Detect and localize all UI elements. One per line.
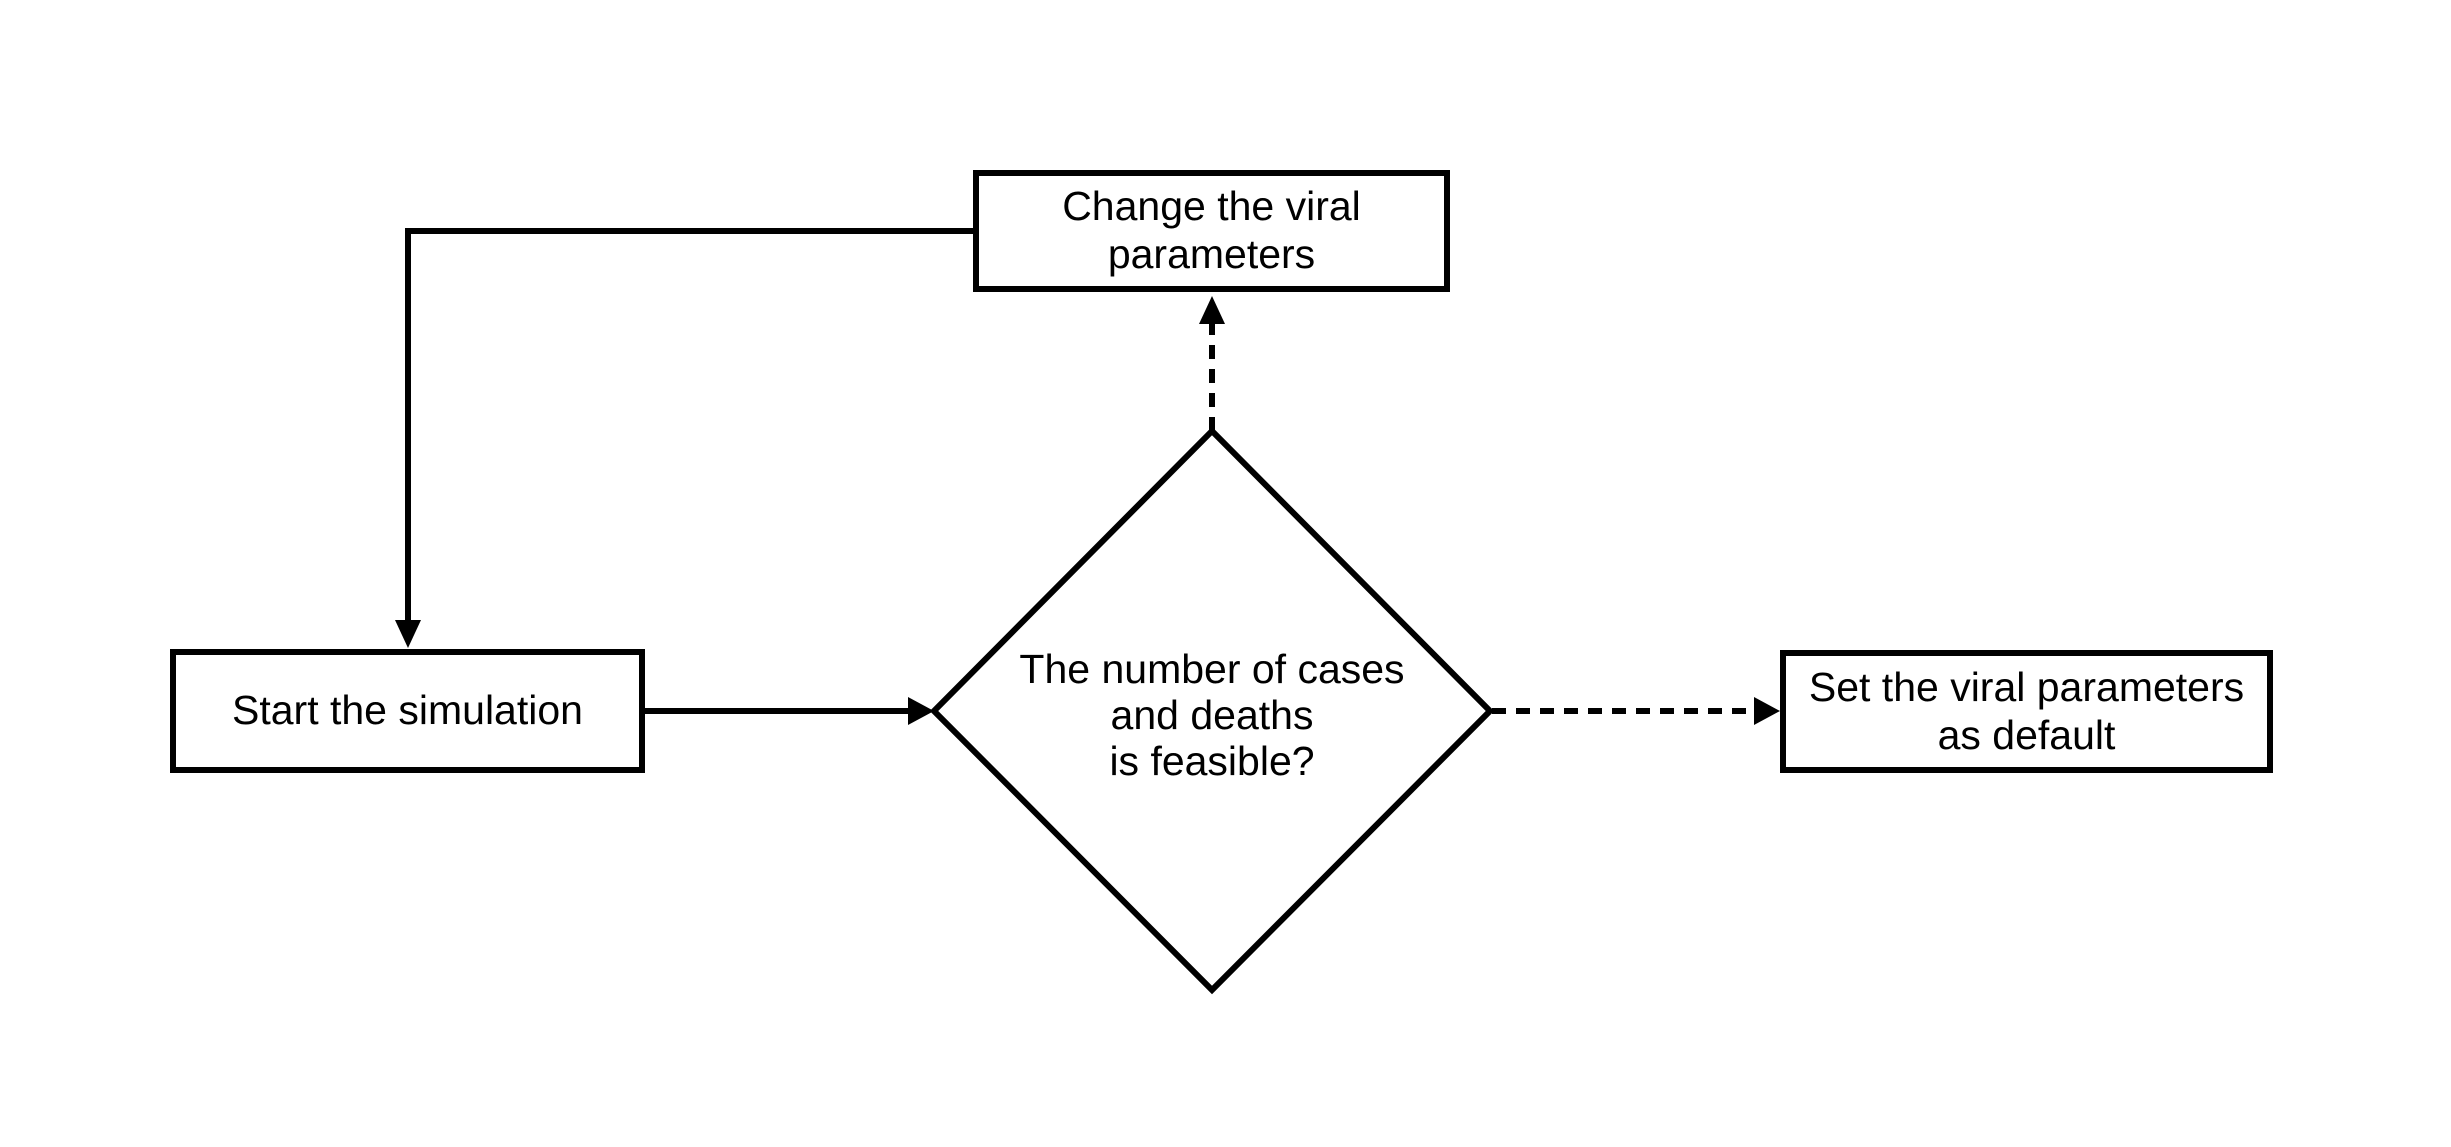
node-label-line: and deaths	[1110, 691, 1314, 738]
node-start-simulation: Start the simulation	[170, 649, 645, 773]
edge-change-to-start-arrowhead	[395, 620, 421, 648]
node-label-line: Start the simulation	[232, 687, 583, 734]
edge-decision-to-change-arrowhead	[1199, 296, 1225, 324]
edge-decision-to-set-default-arrowhead	[1754, 697, 1780, 725]
node-label-line: parameters	[1107, 231, 1316, 277]
node-change-viral-parameters: Change the viral parameters	[973, 170, 1450, 292]
node-label-line: Change the viral	[1062, 183, 1361, 230]
edge-change-to-start	[405, 228, 973, 622]
node-label-line: as default	[1937, 711, 2116, 758]
edge-start-to-decision-arrowhead	[908, 697, 934, 725]
node-set-viral-parameters-default: Set the viral parameters as default	[1780, 650, 2273, 773]
node-label-line: The number of cases	[1019, 645, 1405, 692]
node-label-line: is feasible?	[1109, 738, 1315, 785]
decision-diamond-shape	[929, 426, 1495, 995]
node-label-line: Set the viral parameters	[1808, 663, 2245, 710]
node-decision-feasible: The number of cases and deaths is feasib…	[912, 615, 1512, 815]
